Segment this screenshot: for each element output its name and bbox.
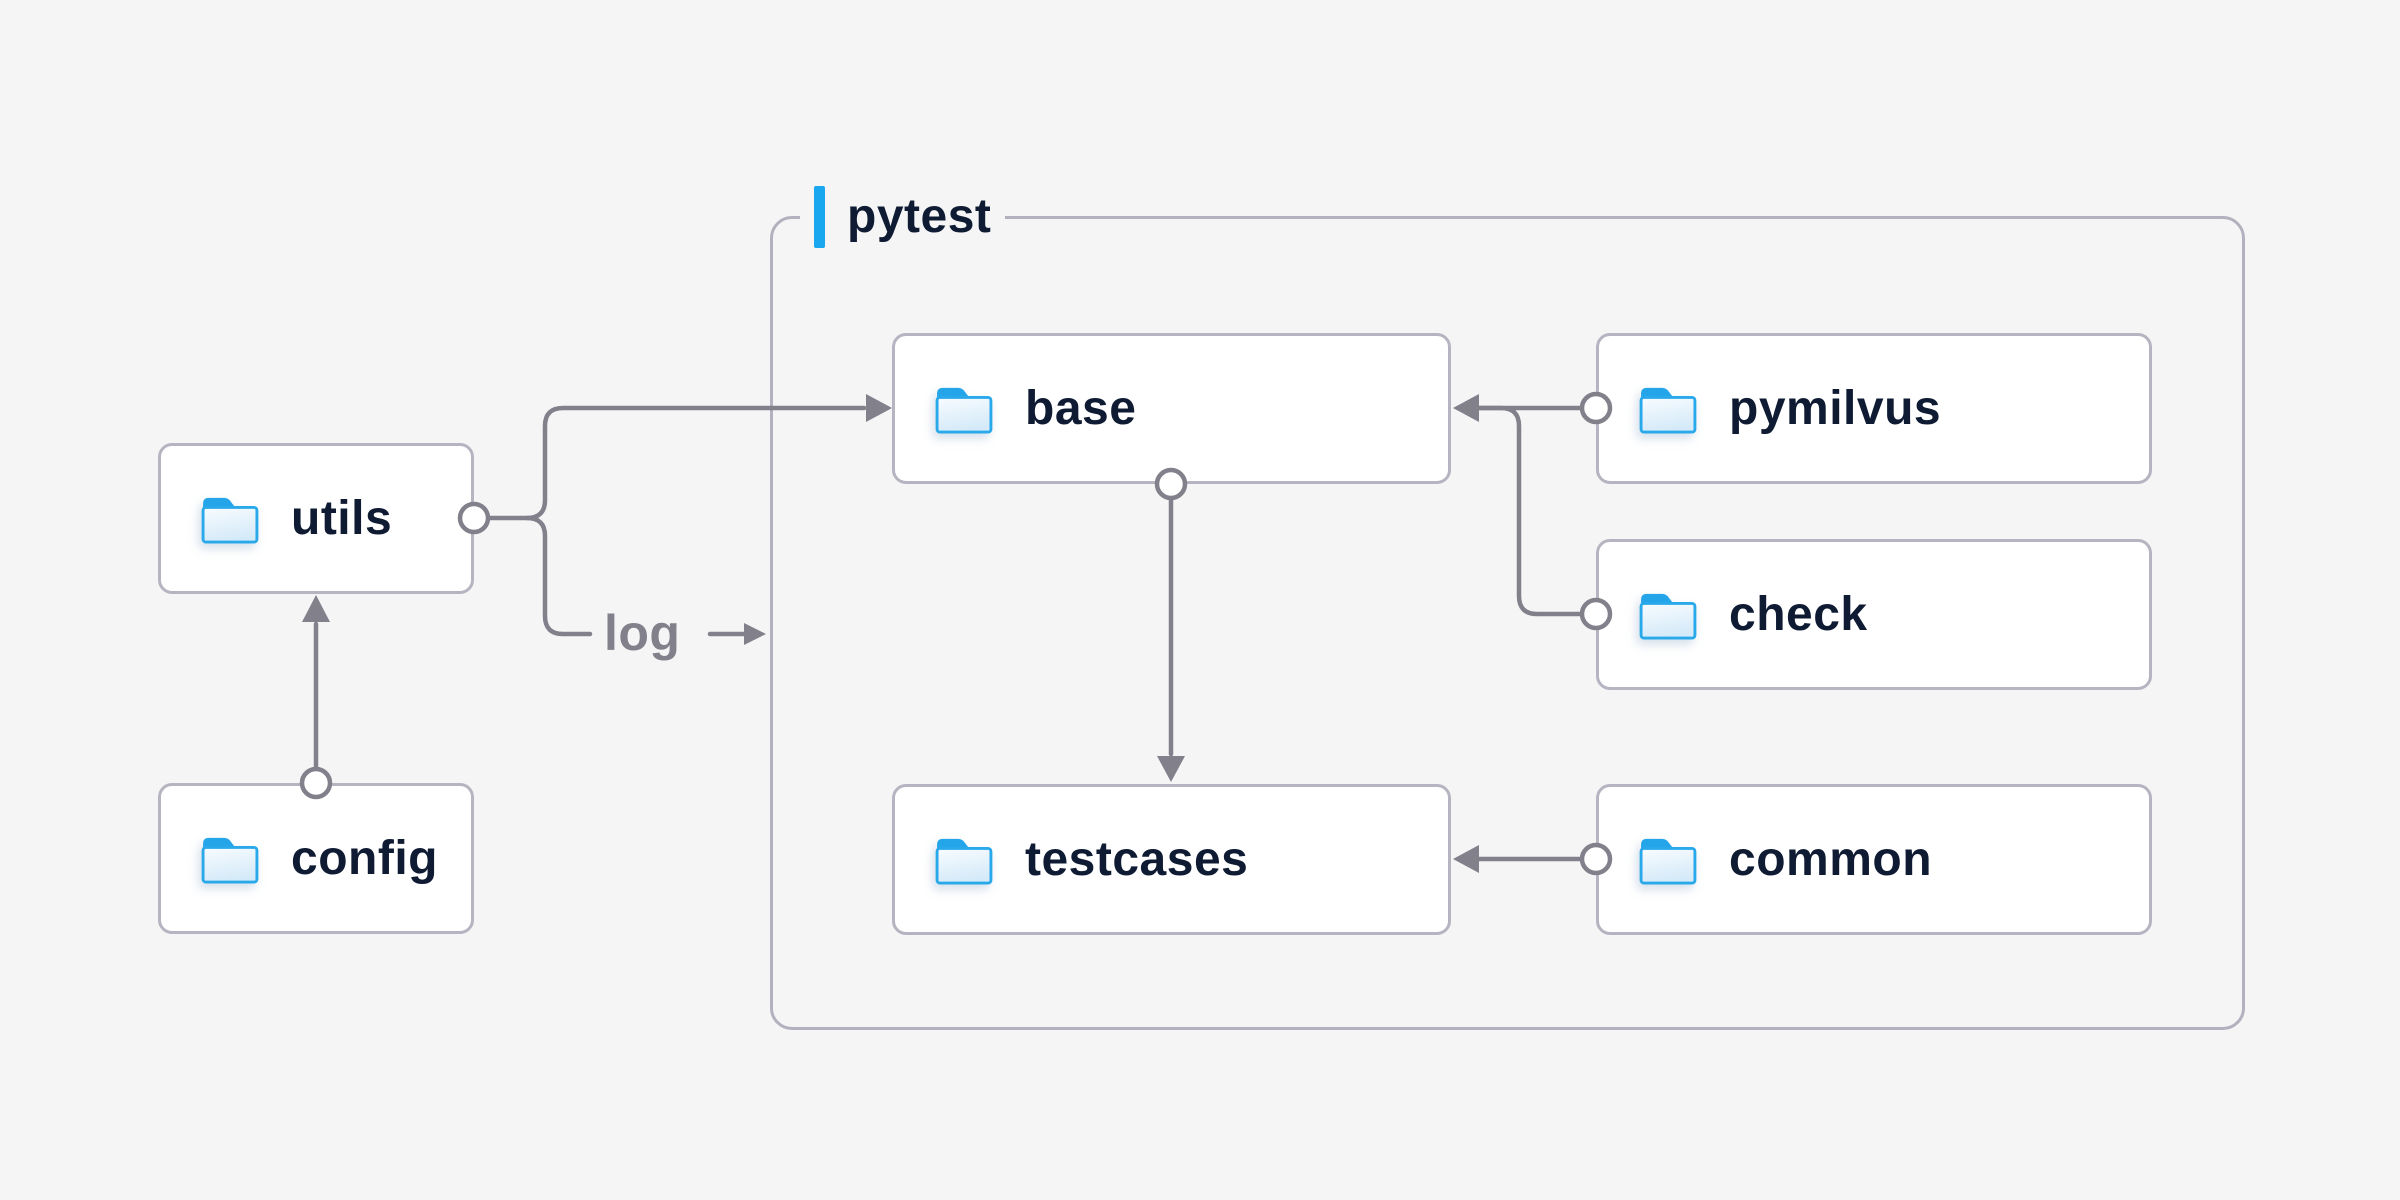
arrowhead-config-utils — [302, 595, 330, 622]
node-common: common — [1596, 784, 2152, 935]
node-config: config — [158, 783, 474, 934]
folder-icon — [1639, 838, 1697, 885]
accent-bar — [814, 186, 825, 248]
node-label: common — [1729, 832, 1933, 886]
pytest-group-label: pytest — [800, 181, 1006, 253]
node-pymilvus: pymilvus — [1596, 333, 2152, 484]
node-label: utils — [291, 491, 393, 545]
node-utils: utils — [158, 443, 474, 594]
folder-icon — [935, 838, 993, 885]
node-testcases: testcases — [892, 784, 1451, 935]
folder-icon — [201, 497, 259, 544]
node-label: config — [291, 831, 438, 885]
node-label: check — [1729, 587, 1868, 641]
node-label: base — [1025, 381, 1137, 435]
node-label: testcases — [1025, 832, 1249, 886]
group-title: pytest — [847, 190, 992, 243]
node-check: check — [1596, 539, 2152, 690]
folder-icon — [1639, 387, 1697, 434]
arrowhead-log — [744, 623, 766, 645]
folder-icon — [935, 387, 993, 434]
folder-icon — [1639, 593, 1697, 640]
node-base: base — [892, 333, 1451, 484]
pytest-group-box — [770, 216, 2245, 1030]
edge-label-log: log — [604, 605, 681, 661]
edge-utils-log — [524, 515, 593, 637]
node-label: pymilvus — [1729, 381, 1942, 435]
folder-icon — [201, 837, 259, 884]
